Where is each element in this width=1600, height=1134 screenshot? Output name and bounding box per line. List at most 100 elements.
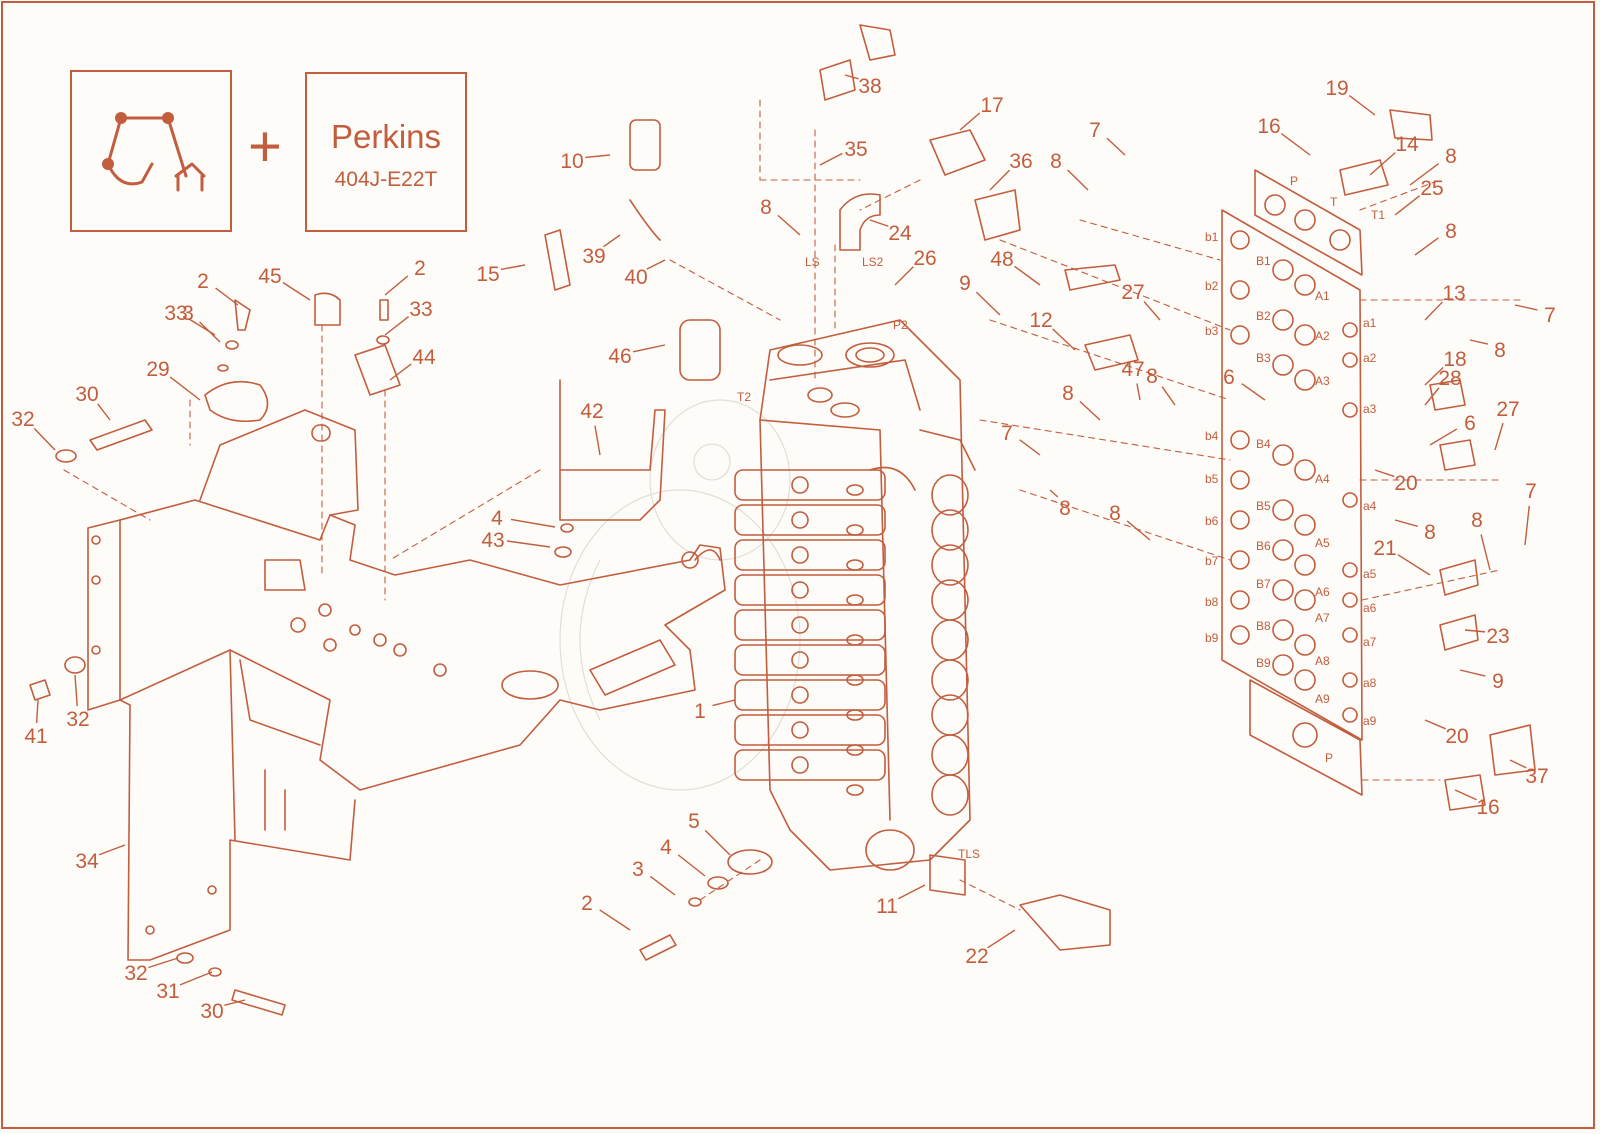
part-number-1: 1 [694,700,706,723]
plate-port-b-upper: B1 [1256,254,1271,268]
leader-line [1136,383,1141,401]
part-number-8: 8 [1494,339,1506,362]
plate-port-a-lower: a7 [1363,635,1377,649]
part-number-8: 8 [1445,145,1457,168]
part-number-37: 37 [1525,765,1548,788]
leader-line [959,112,981,131]
part-number-2: 2 [414,257,426,280]
plate-port-b-upper: B7 [1256,577,1271,591]
valve-port-label: T2 [737,390,751,404]
part-number-33: 33 [164,302,187,325]
part-number-4: 4 [491,507,503,530]
leader-line [1494,422,1504,451]
leader-line [1394,195,1421,216]
part-number-31: 31 [156,980,179,1003]
part-number-2: 2 [581,892,593,915]
control-valve-block [734,319,976,871]
leader-line [1067,169,1089,191]
leader-line [33,427,56,451]
part-number-7: 7 [1089,119,1101,142]
plate-port-b-upper: B6 [1256,539,1271,553]
leader-line [98,844,126,856]
part-number-7: 7 [1525,480,1537,503]
part-number-9: 9 [1492,670,1504,693]
leader-line [1019,439,1041,456]
plate-port-b-lower: b9 [1205,631,1219,645]
leader-line [148,957,179,969]
valve-port-label: LS [805,255,820,269]
leader-line [1014,265,1041,286]
port-plate [1221,169,1363,796]
leader-line [506,540,551,548]
part-number-28: 28 [1438,367,1461,390]
part-number-48: 48 [990,248,1013,271]
part-number-33: 33 [409,298,432,321]
leader-line [188,318,216,336]
leader-line [1049,489,1059,498]
part-number-5: 5 [688,810,700,833]
part-number-20: 20 [1394,472,1417,495]
part-number-20: 20 [1445,725,1468,748]
leader-line [897,884,926,900]
plate-port-a-lower: a9 [1363,714,1377,728]
leader-line [1369,152,1396,176]
part-number-21: 21 [1373,537,1396,560]
part-number-29: 29 [146,358,169,381]
part-number-3: 3 [632,858,644,881]
plus-sign: + [248,114,282,179]
plate-port-a-lower: a2 [1363,351,1377,365]
part-number-47: 47 [1121,358,1144,381]
plate-port-a-upper: A1 [1315,289,1330,303]
top-plate-port: T [1330,195,1338,209]
part-number-7: 7 [1544,304,1556,327]
leader-line [1464,629,1486,633]
leader-line [704,829,731,856]
leader-line [677,854,706,877]
plate-port-a-lower: a8 [1363,676,1377,690]
leader-line [987,929,1016,949]
assembly-lines [63,99,1521,911]
leader-line [594,425,601,456]
part-number-24: 24 [888,222,912,245]
part-number-39: 39 [582,245,605,268]
leader-line [1459,669,1486,677]
leader-line [1454,789,1477,801]
plate-port-a-upper: A3 [1315,374,1330,388]
leader-line [1469,339,1488,345]
part-number-10: 10 [560,150,583,173]
part-number-22: 22 [965,945,988,968]
valve-port-label: LS2 [862,255,884,269]
leader-line [989,169,1011,191]
mounting-bracket [87,379,726,961]
leader-line [215,287,239,306]
excavator-arm-icon [102,112,206,192]
plate-port-b-upper: B9 [1256,656,1271,670]
engine-model-box: Perkins 404J-E22T [305,72,467,232]
part-number-6: 6 [1464,412,1476,435]
part-number-36: 36 [1009,150,1032,173]
plate-port-a-upper: A9 [1315,692,1330,706]
leader-line [1241,383,1266,401]
leader-line [1414,237,1439,256]
engine-model: 404J-E22T [334,168,438,191]
leader-line [169,376,201,401]
part-number-32: 32 [124,962,147,985]
part-number-27: 27 [1496,398,1519,421]
leader-line [1348,94,1376,116]
part-number-18: 18 [1443,348,1466,371]
leader-line [603,234,621,248]
part-number-32: 32 [11,408,34,431]
leader-line [650,875,676,896]
part-number-32: 32 [66,708,89,731]
top-plate-port: P [1290,174,1298,188]
leader-line [384,315,410,336]
leader-line [1424,719,1446,730]
plate-port-a-upper: A8 [1315,654,1330,668]
part-number-8: 8 [1471,509,1483,532]
plate-port-b-lower: b6 [1205,514,1219,528]
plate-port-a-lower: a3 [1363,402,1377,416]
leader-line [1424,366,1444,386]
leader-line [1079,400,1101,421]
